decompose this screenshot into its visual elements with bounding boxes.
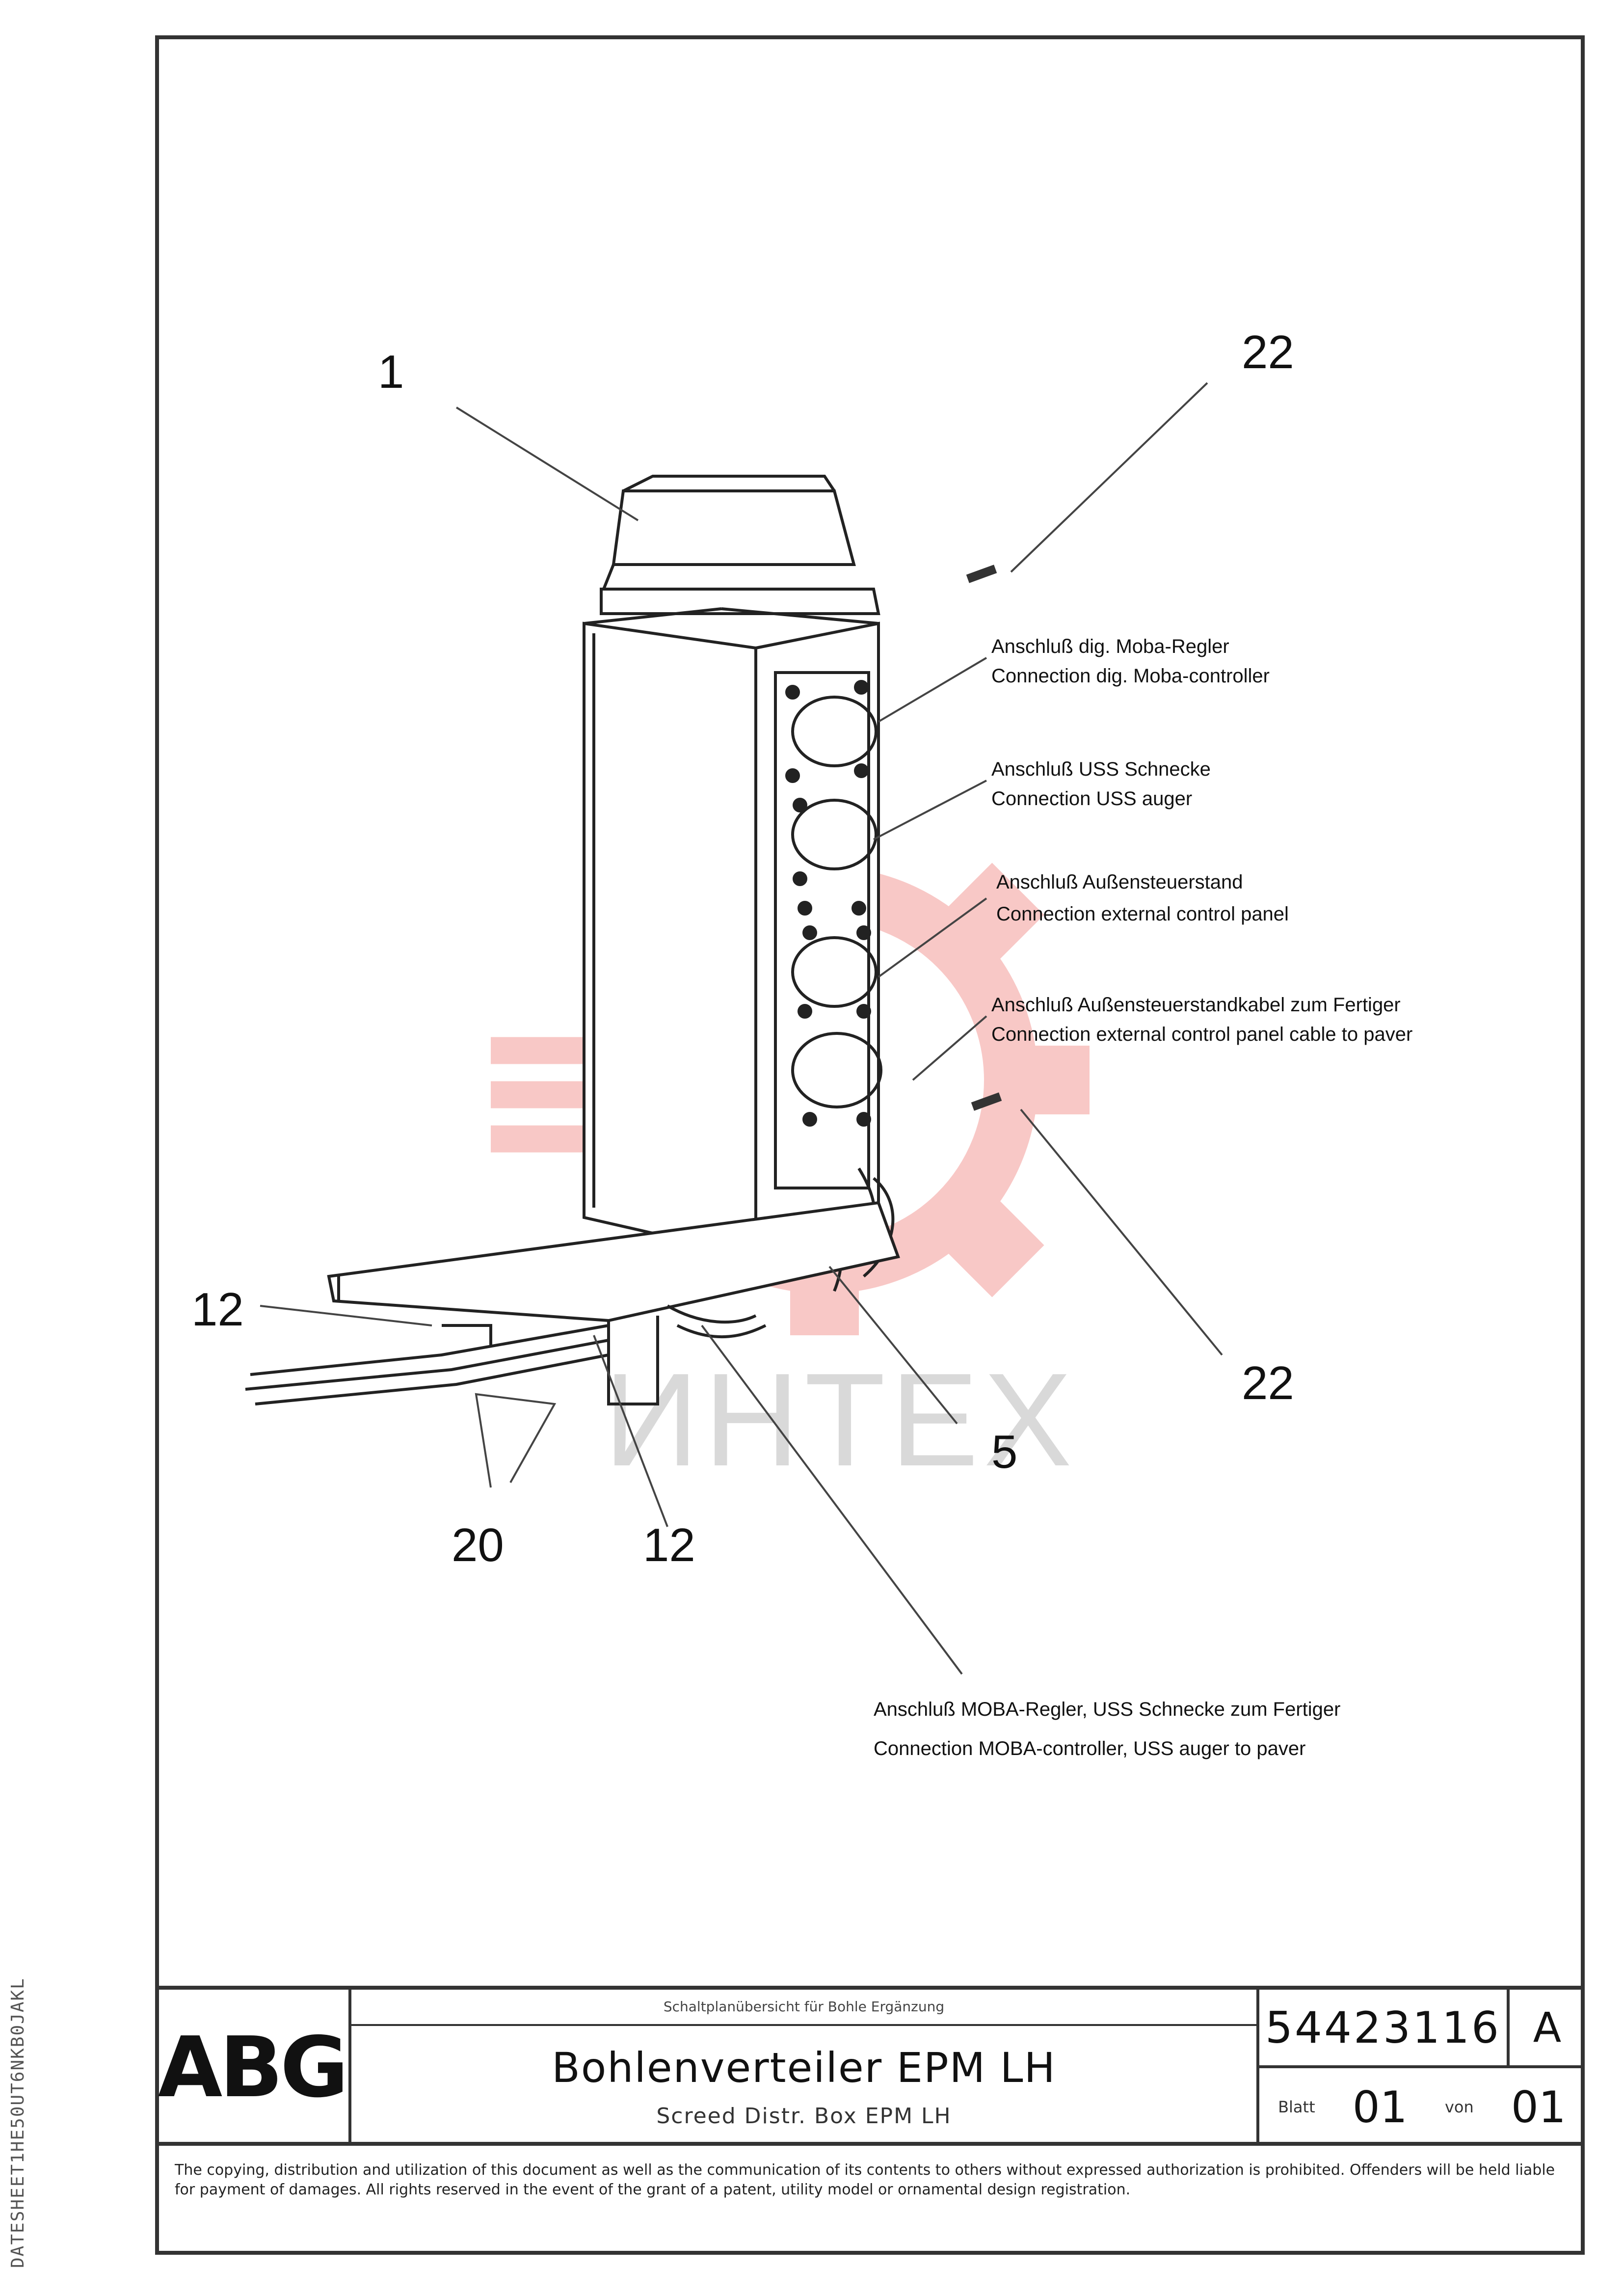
title-block: ABG Schaltplanübersicht für Bohle Ergänz… [155, 1986, 1585, 2255]
annotation-de: Anschluß USS Schnecke [991, 758, 1211, 780]
callout-label: 22 [1242, 326, 1294, 378]
title-divider [351, 2024, 1256, 2026]
sheet-label: Blatt [1278, 2098, 1315, 2116]
annotation-de: Anschluß MOBA-Regler, USS Schnecke zum F… [874, 1699, 1340, 1720]
callout-numbers: 1 22 22 12 12 20 5 [191, 326, 1294, 1571]
title-area: Schaltplanübersicht für Bohle Ergänzung … [351, 1990, 1259, 2146]
annotation-de: Anschluß Außensteuerstandkabel zum Ferti… [991, 994, 1401, 1016]
sheet-total: 01 [1511, 2081, 1566, 2133]
title-header: Schaltplanübersicht für Bohle Ergänzung [663, 1999, 945, 2015]
of-label: von [1444, 2098, 1474, 2116]
sheet-number: 01 [1352, 2081, 1408, 2133]
callout-label: 22 [1242, 1357, 1294, 1409]
revision: A [1510, 1990, 1585, 2068]
callout-label: 5 [991, 1426, 1017, 1478]
drawing-info: 54423116 A Blatt 01 von 01 [1259, 1990, 1585, 2146]
copyright-note: The copying, distribution and utilizatio… [155, 2142, 1585, 2255]
annotation-en: Connection external control panel [996, 903, 1289, 925]
callout-label: 20 [452, 1519, 504, 1571]
drawing-title: Bohlenverteiler EPM LH [552, 2044, 1056, 2092]
callout-label: 12 [643, 1519, 695, 1571]
annotation-de: Anschluß Außensteuerstand [996, 871, 1243, 893]
side-code: DATESHEET1HE50UT6NKB0JAKL [8, 1977, 28, 2268]
watermark-text: ИНТЕХ [604, 1346, 1077, 1494]
drawing-subtitle: Screed Distr. Box EPM LH [656, 2104, 952, 2129]
drawing-frame [155, 35, 1585, 2255]
distribution-box [245, 475, 900, 1405]
annotation-en: Connection dig. Moba-controller [991, 665, 1270, 687]
annotation-en: Connection USS auger [991, 788, 1192, 810]
annotation-en: Connection MOBA-controller, USS auger to… [874, 1738, 1305, 1759]
company-logo: ABG [155, 1990, 351, 2146]
annotation-en: Connection external control panel cable … [991, 1024, 1412, 1045]
callout-label: 12 [191, 1283, 244, 1336]
annotation-de: Anschluß dig. Moba-Regler [991, 636, 1229, 657]
leader-lines [260, 382, 1223, 1675]
annotations: Anschluß dig. Moba-Regler Connection dig… [874, 636, 1412, 1759]
title-block-main-row: ABG Schaltplanübersicht für Bohle Ergänz… [155, 1986, 1585, 2146]
drawing-number: 54423116 [1259, 1990, 1510, 2068]
sheet-info: Blatt 01 von 01 [1259, 2068, 1585, 2146]
screw-marks [966, 565, 1002, 1111]
callout-label: 1 [378, 346, 404, 398]
